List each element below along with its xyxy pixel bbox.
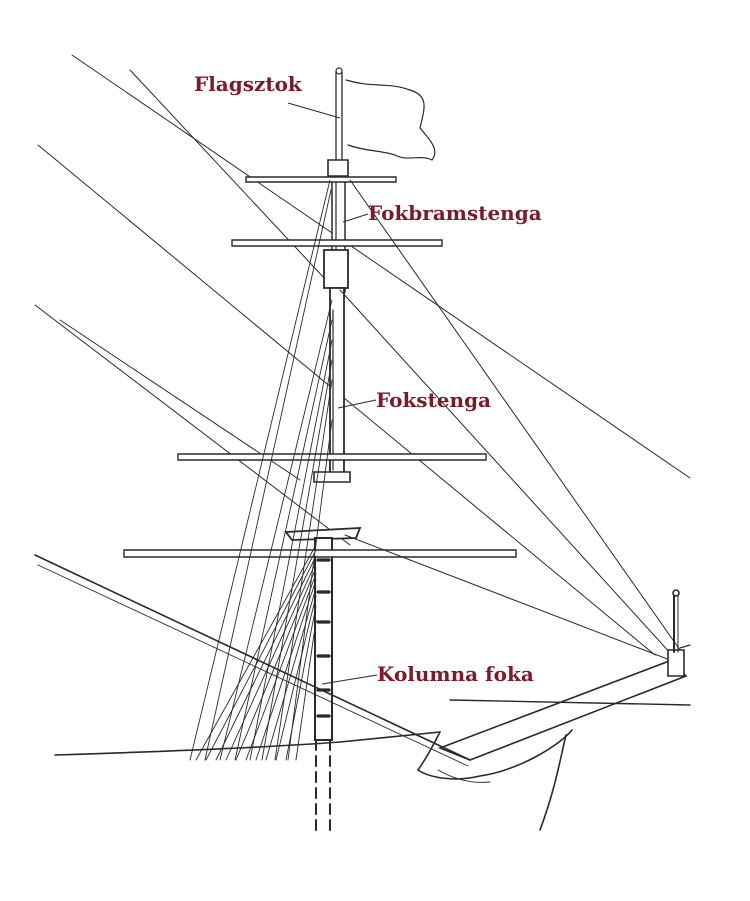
lower-shrouds [196,545,316,760]
lower-mast [315,538,332,740]
fore-top [286,528,360,540]
flag [346,80,435,160]
label-kolumna-foka: Kolumna foka [377,662,534,686]
yards [124,177,516,557]
label-fokstenga: Fokstenga [376,388,492,412]
forestays [340,180,680,660]
label-fokbramstenga: Fokbramstenga [368,201,542,225]
lower-stay [35,555,470,760]
label-flagsztok: Flagsztok [194,72,302,96]
leader-lines [288,103,377,684]
topmast [330,288,344,478]
topmast-shrouds [190,180,332,760]
hull [55,730,572,830]
stays [35,55,690,655]
